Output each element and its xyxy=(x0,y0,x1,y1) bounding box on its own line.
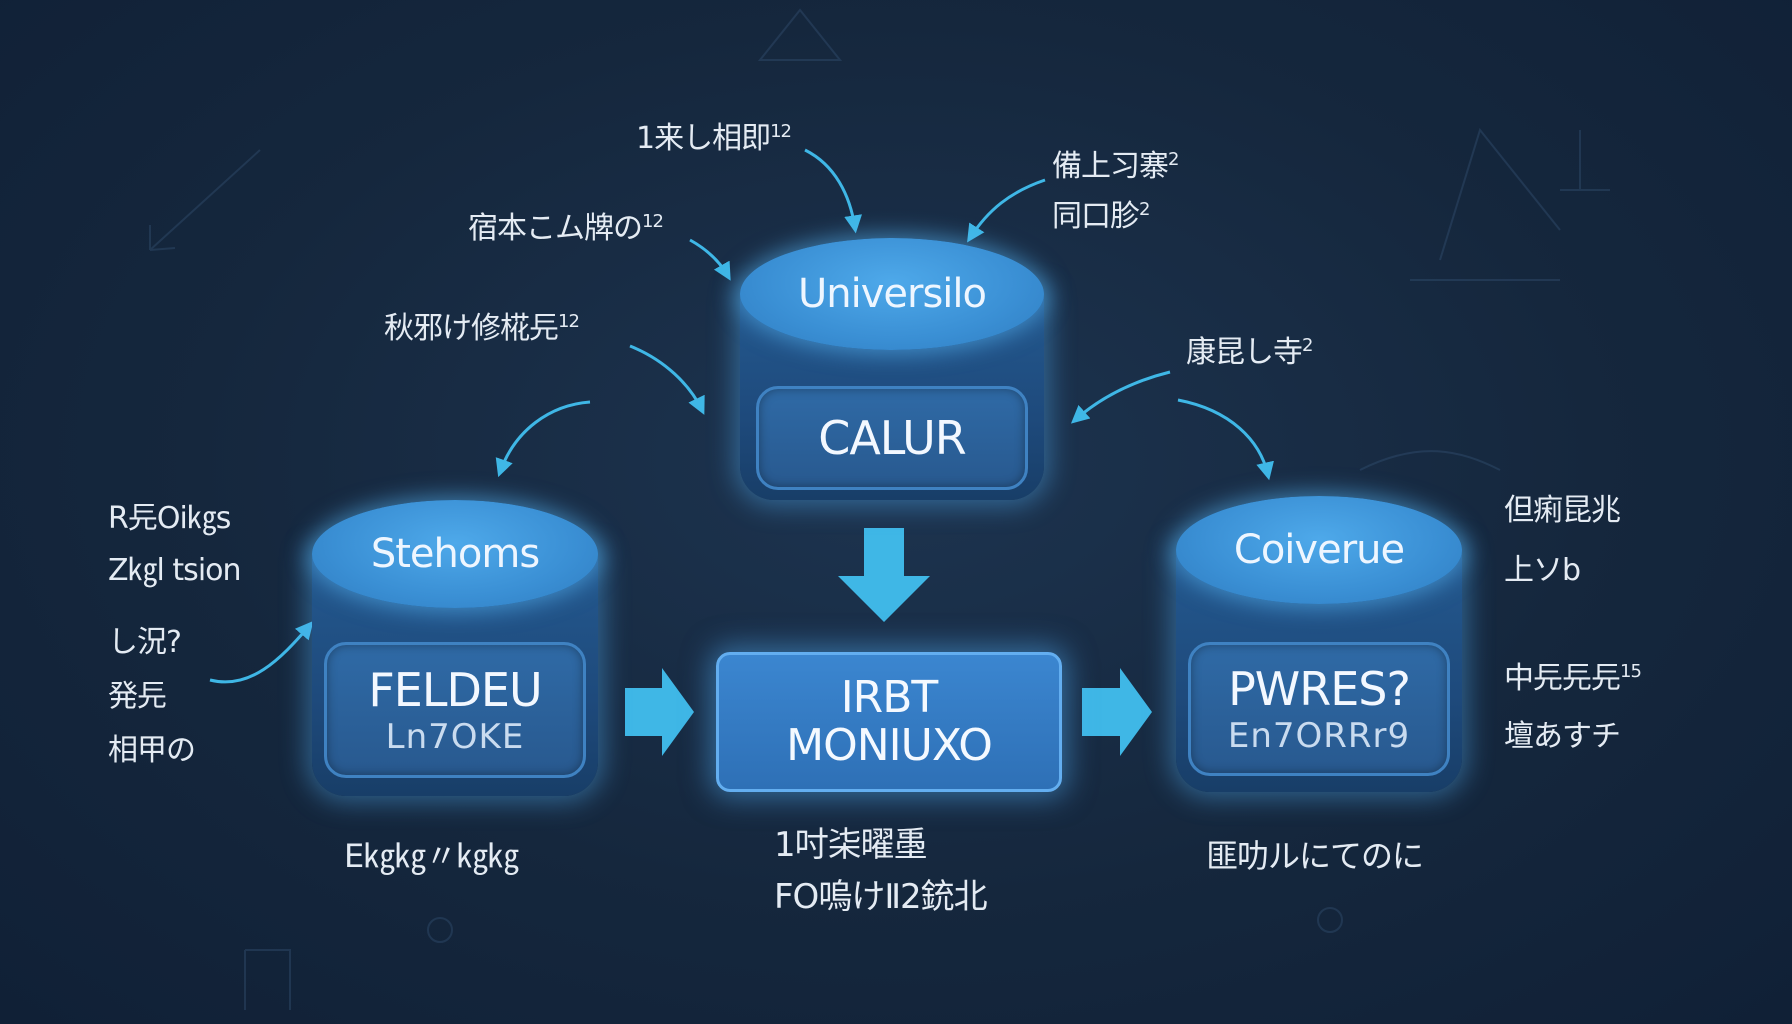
center-node-caption-line2: FO嗚けⅡ2銃北 xyxy=(774,877,988,917)
annotation-left-b1: し況? xyxy=(108,625,182,660)
center-node-line1: IRBT xyxy=(840,671,939,723)
right-node-title: Coiverue xyxy=(1233,527,1405,573)
top-node-panel-label: CALUR xyxy=(818,411,967,465)
block-arrow-down xyxy=(838,528,930,622)
block-arrow-center-to-right xyxy=(1082,668,1152,756)
annotation-top-right-a: 備上习寨2 xyxy=(1052,149,1179,184)
top-node-title: Universilo xyxy=(797,271,987,317)
right-cylinder-cap: Coiverue xyxy=(1176,496,1462,604)
annotation-top-c: 秋邪け修椛㒫12 xyxy=(384,311,580,346)
annotation-top-right-b: 同口胗2 xyxy=(1052,199,1150,234)
right-node-panel-line1: PWRES? xyxy=(1228,662,1411,716)
annotation-right-b1: 中㒫㒫㒫15 xyxy=(1504,661,1642,696)
left-node-panel-line1: FELDEU xyxy=(368,663,542,717)
center-node-line2: MONIUXO xyxy=(786,720,993,771)
top-cylinder-node[interactable]: Universilo CALUR xyxy=(740,238,1044,500)
left-cylinder-cap: Stehoms xyxy=(312,500,598,608)
left-node-panel: FELDEU Ln7OKE xyxy=(324,642,586,778)
left-node-panel-line2: Ln7OKE xyxy=(385,717,525,757)
center-node-caption-line1: 1吋㭍曜㙑 xyxy=(774,825,928,865)
annotation-left-a1: R㒫Oi㎏s xyxy=(108,501,231,536)
annotation-left-b2: 発㒫 xyxy=(108,679,167,714)
arrow-top-right xyxy=(967,178,1046,243)
annotation-right-a2: 上ソb xyxy=(1504,553,1581,588)
annotation-top-b: 宿本こム牌の12 xyxy=(468,211,664,246)
right-node-panel-line2: En7ORRr9 xyxy=(1227,716,1411,756)
arrow-top-c xyxy=(629,344,705,415)
annotation-mid-right: 康昆し寺2 xyxy=(1186,335,1313,370)
annotation-right-b2: 壇あすチ xyxy=(1504,719,1621,754)
top-cylinder-cap: Universilo xyxy=(740,238,1044,350)
annotation-left-a2: Z㎏l tsion xyxy=(108,553,242,588)
arrow-top-to-left xyxy=(495,400,591,478)
top-node-panel: CALUR xyxy=(756,386,1028,490)
left-node-title: Stehoms xyxy=(370,531,540,577)
arrow-mid-right xyxy=(1070,370,1171,424)
arrow-left-annotation xyxy=(209,620,314,684)
right-node-caption: 匪叻ルにてのに xyxy=(1206,837,1424,875)
left-node-caption: E㎏㎏〃㎏㎏ xyxy=(344,837,519,875)
arrow-top-b xyxy=(689,238,731,281)
arrow-top-to-right xyxy=(1177,398,1274,481)
center-box-node[interactable]: IRBT MONIUXO xyxy=(716,652,1062,792)
annotation-right-a1: 但痢昆兆 xyxy=(1504,493,1621,528)
right-node-panel: PWRES? En7ORRr9 xyxy=(1188,642,1450,776)
right-cylinder-node[interactable]: Coiverue PWRES? En7ORRr9 xyxy=(1176,496,1462,792)
annotation-left-b3: 相甲の xyxy=(108,733,196,768)
annotation-top-a: 1来し相即12 xyxy=(636,121,792,156)
block-arrow-left-to-center xyxy=(625,668,694,756)
left-cylinder-node[interactable]: Stehoms FELDEU Ln7OKE xyxy=(312,500,598,796)
arrow-top-a xyxy=(804,148,863,234)
